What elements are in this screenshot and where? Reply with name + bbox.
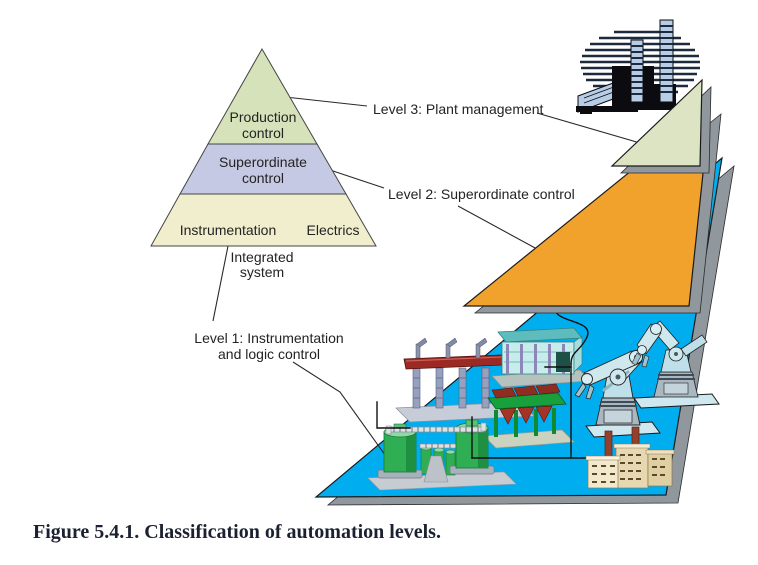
cable-orange-to-robot (554, 304, 589, 365)
hopper-conveyor-illustration (483, 383, 575, 449)
industrial-plant-illustration (576, 19, 700, 114)
superordinate-control-label-line2: control (242, 170, 284, 186)
robot2-screen (663, 382, 689, 395)
level2-pointer-right (457, 205, 538, 250)
level1-label-line2: and logic control (218, 346, 320, 362)
hopper-legs (494, 408, 556, 437)
integrated-system-label-line1: Integrated (230, 249, 293, 265)
level1-pointer (292, 361, 399, 474)
control-cables (376, 304, 601, 459)
robot-arm-small-illustration (631, 320, 720, 409)
automation-pyramid: Production control Superordinate control… (150, 47, 377, 247)
warehouse-illustration (491, 327, 591, 388)
level3-pointer-right (536, 112, 641, 144)
tanks-walkway (423, 455, 449, 483)
robot2-elbow-joint (650, 323, 662, 335)
pipe-rack-columns (412, 367, 513, 409)
plant-chimney-left-stripes (631, 45, 643, 95)
warehouse-door (556, 352, 570, 372)
factory-block-right (647, 451, 673, 487)
robot1-wrist-joint (581, 373, 593, 385)
level3-pointer-left (275, 95, 368, 107)
level2-label: Level 2: Superordinate control (388, 186, 575, 202)
robot1-screen (603, 409, 633, 424)
robot1-claw-a (574, 382, 587, 398)
hopper-funnels (499, 405, 553, 425)
integrated-system-label-line2: system (240, 264, 284, 280)
plant-base (576, 106, 638, 112)
plant-chimney-right-stripes (660, 25, 673, 93)
electrics-label: Electrics (307, 222, 360, 238)
pyramid-instrumentation-electrics (150, 193, 377, 247)
level1-label-line1: Level 1: Instrumentation (194, 330, 343, 346)
superordinate-control-label-line1: Superordinate (219, 154, 307, 170)
robot2-claw-a (631, 352, 642, 366)
factory-windows-middle (620, 454, 641, 480)
instrumentation-label: Instrumentation (180, 222, 277, 238)
cable-to-tanks (376, 401, 411, 429)
plant-management-layer (610, 78, 703, 167)
robot1-claw-b (585, 384, 595, 400)
factory-windows-right (652, 458, 665, 476)
level3-label: Level 3: Plant management (373, 101, 544, 117)
factory-block-middle (615, 445, 649, 489)
factory-building-illustration (585, 426, 675, 489)
robot1-bands (599, 401, 637, 407)
plant-truck (580, 110, 592, 114)
robot2-wrist-joint (637, 345, 647, 355)
robot2-counterweight (680, 334, 708, 357)
integrated-system-pointer (212, 245, 229, 322)
production-control-label-line1: Production (230, 109, 297, 125)
robot2-bands (657, 374, 695, 380)
factory-windows-left (592, 465, 615, 483)
tank-left (377, 423, 423, 479)
figure-caption: Figure 5.4.1. Classification of automati… (33, 521, 441, 543)
storage-tanks-illustration (367, 419, 517, 491)
tanks-top-pipe (385, 422, 487, 435)
production-control-label-line2: control (242, 125, 284, 141)
hopper-slabs (491, 383, 561, 399)
warehouse-roof (497, 327, 583, 343)
robot2-claw-b (641, 354, 650, 368)
